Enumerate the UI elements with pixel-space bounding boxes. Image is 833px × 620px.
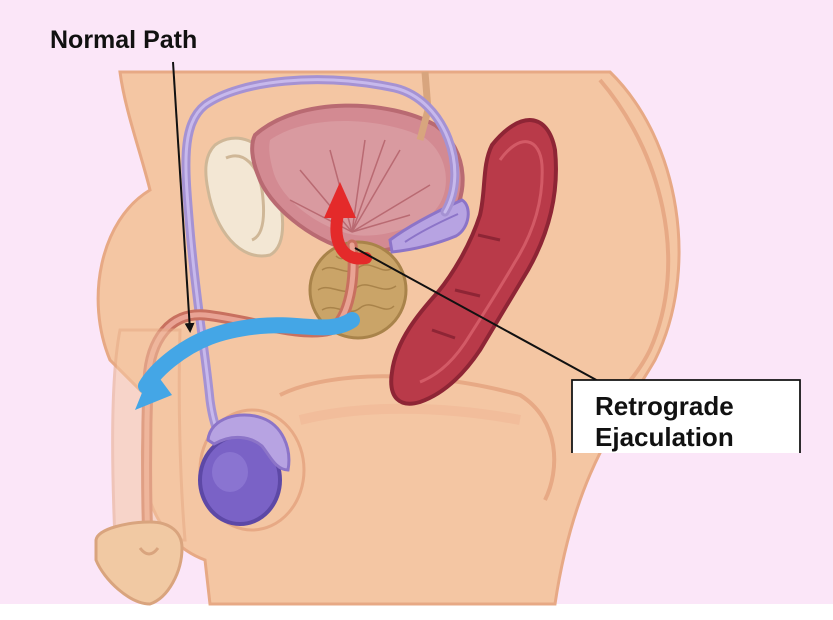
retrograde-label-line2: Ejaculation [595, 422, 734, 452]
normal-path-label: Normal Path [50, 26, 197, 54]
bottom-white-strip [0, 604, 833, 620]
testis [200, 410, 304, 530]
retrograde-label-line1: Retrograde [595, 391, 734, 421]
